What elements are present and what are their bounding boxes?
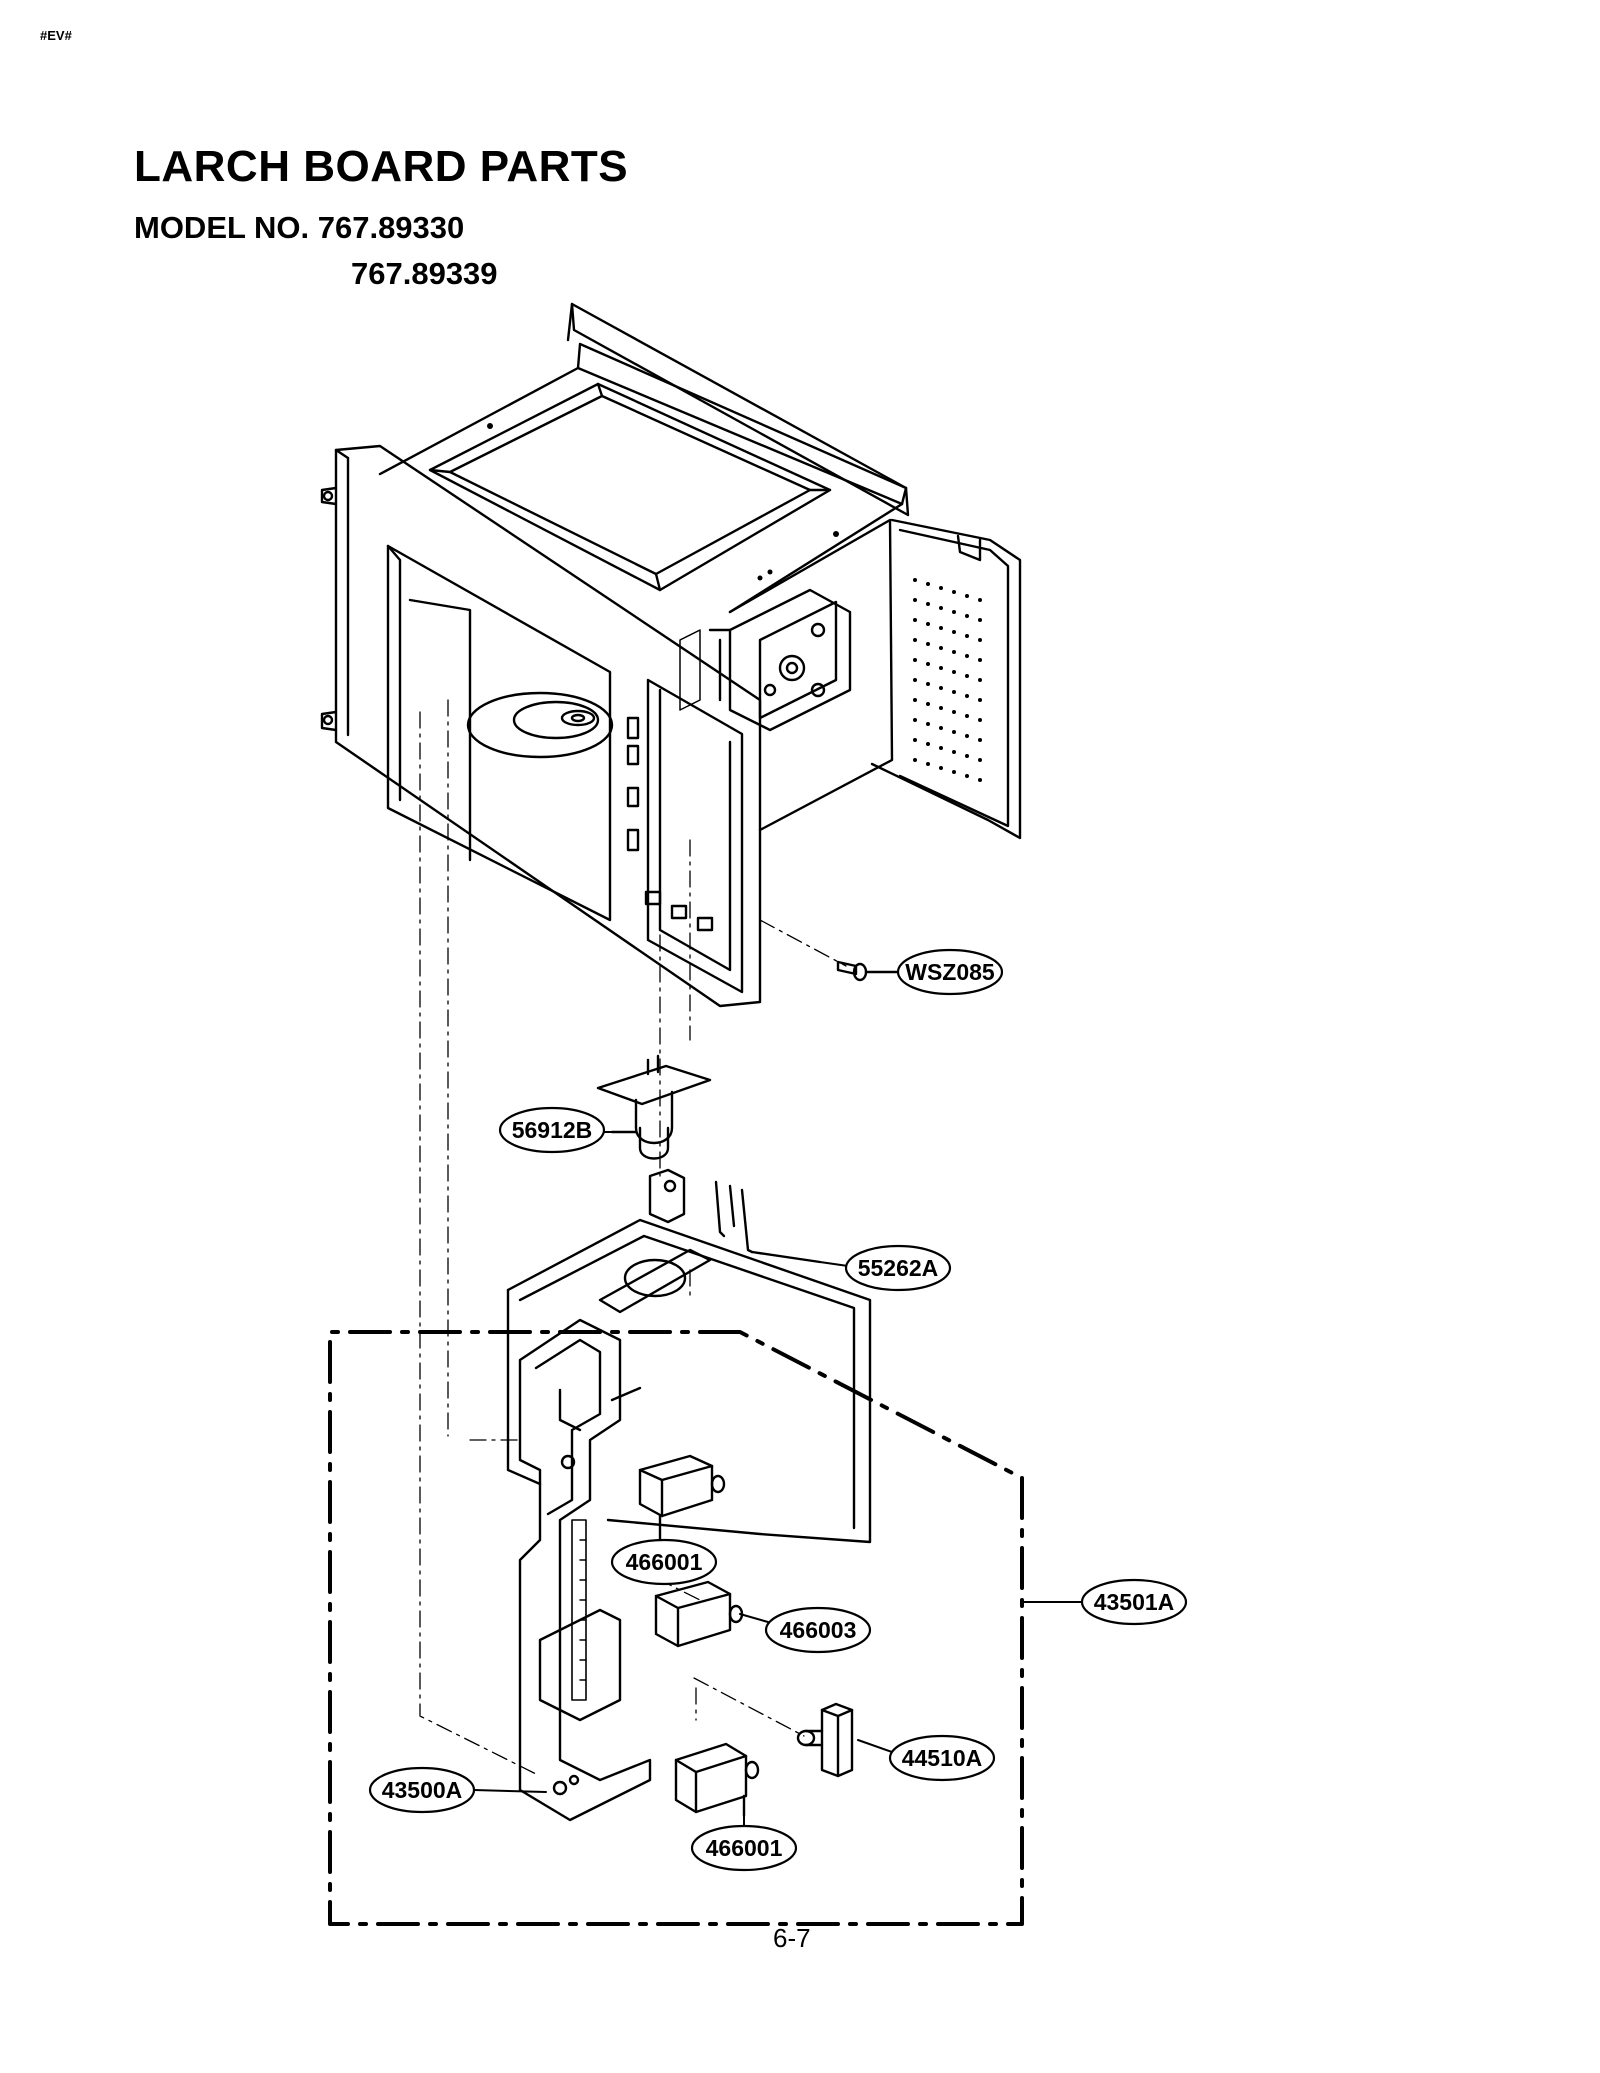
explode-lines [419,699,847,1775]
latch-board-43500a [518,1318,652,1822]
micro-switch-466003 [654,1580,744,1648]
cam-44510a [796,1702,854,1778]
callout-466001-lower: 466001 [690,1824,798,1872]
svg-text:55262A: 55262A [858,1255,939,1281]
model-number-1: 767.89330 [317,210,465,245]
callout-55262a: 55262A [844,1244,952,1292]
page-title: LARCH BOARD PARTS [134,142,629,191]
model-number-2: 767.89339 [351,256,498,291]
svg-text:43501A: 43501A [1094,1589,1175,1615]
callout-466003: 466003 [764,1606,872,1654]
micro-switch-466001-upper [638,1454,726,1542]
svg-text:43500A: 43500A [382,1777,463,1803]
svg-text:WSZ085: WSZ085 [905,959,995,985]
callout-466001-upper: 466001 [610,1538,718,1586]
callout-wsz085: WSZ085 [896,948,1004,996]
svg-text:466001: 466001 [626,1549,703,1575]
callout-56912b: 56912B [498,1106,606,1154]
svg-text:44510A: 44510A [902,1745,983,1771]
oven-cavity-assembly [320,302,1022,1008]
svg-text:466001: 466001 [706,1835,783,1861]
svg-text:466003: 466003 [780,1617,857,1643]
vent-grille [913,578,982,782]
model-line-2: 767.89339 [134,251,498,297]
leader-lines [473,971,1085,1827]
kit-boundary-43501a [328,1330,1024,1926]
page-number: 6-7 [773,1923,811,1953]
micro-switch-466001-lower [674,1742,760,1818]
model-line-1: MODEL NO. 767.89330 [134,205,498,251]
svg-text:56912B: 56912B [512,1117,593,1143]
lamp-socket-56912b [596,1054,712,1160]
model-number-block: MODEL NO. 767.89330 767.89339 [134,205,498,297]
callout-44510a: 44510A [888,1734,996,1782]
document-code: #EV# [40,28,72,43]
callout-43500a: 43500A [368,1766,476,1814]
model-label: MODEL NO. [134,210,310,245]
callout-43501a: 43501A [1080,1578,1188,1626]
bracket-55262a [506,1168,872,1544]
